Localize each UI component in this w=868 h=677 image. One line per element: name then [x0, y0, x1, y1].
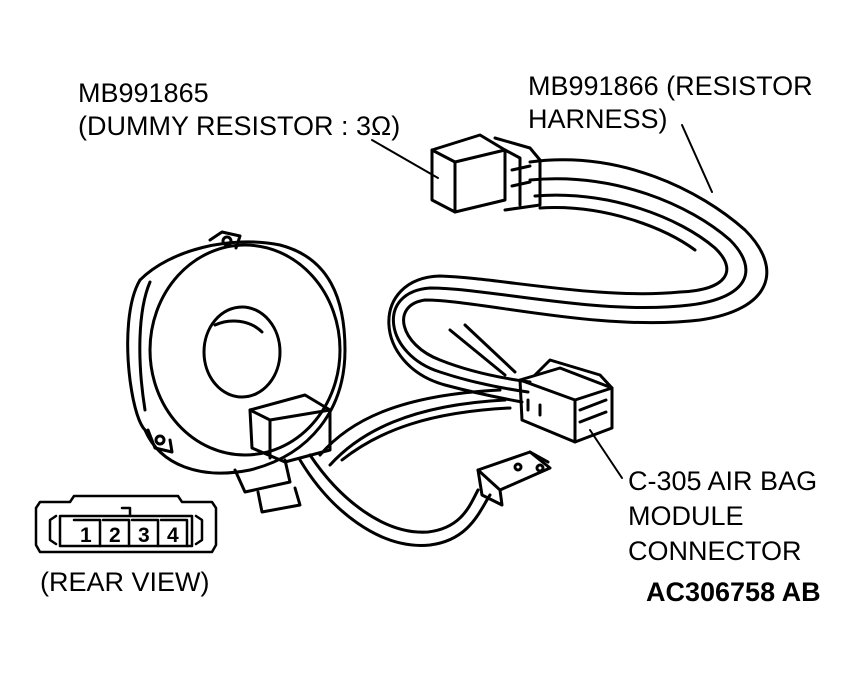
rear-view-label: (REAR VIEW)	[40, 567, 210, 597]
clock-spring	[126, 230, 347, 514]
pin-1-label: 1	[80, 524, 92, 547]
dummy-resistor-label-line1: MB991865	[78, 78, 209, 108]
pin-4-label: 4	[167, 524, 179, 547]
connector-label-line3: CONNECTOR	[628, 536, 802, 566]
connector-label-line2: MODULE	[628, 501, 744, 531]
figure-code: AC306758 AB	[646, 577, 821, 607]
resistor-harness-label-line1: MB991866 (RESISTOR	[528, 71, 813, 101]
module-connector	[448, 323, 614, 444]
resistor-harness-wire	[387, 158, 769, 404]
resistor-harness-label-line2: HARNESS)	[528, 104, 668, 134]
dummy-resistor	[430, 133, 542, 214]
lower-harness	[298, 388, 512, 547]
connector-label-line1: C-305 AIR BAG	[628, 466, 818, 496]
leader-lines	[371, 124, 713, 479]
pin-3-label: 3	[138, 524, 150, 547]
dummy-resistor-label-line2: (DUMMY RESISTOR : 3Ω)	[78, 111, 401, 141]
pin-2-label: 2	[109, 524, 121, 547]
rear-view-connector	[34, 494, 218, 554]
small-connector	[476, 450, 552, 507]
